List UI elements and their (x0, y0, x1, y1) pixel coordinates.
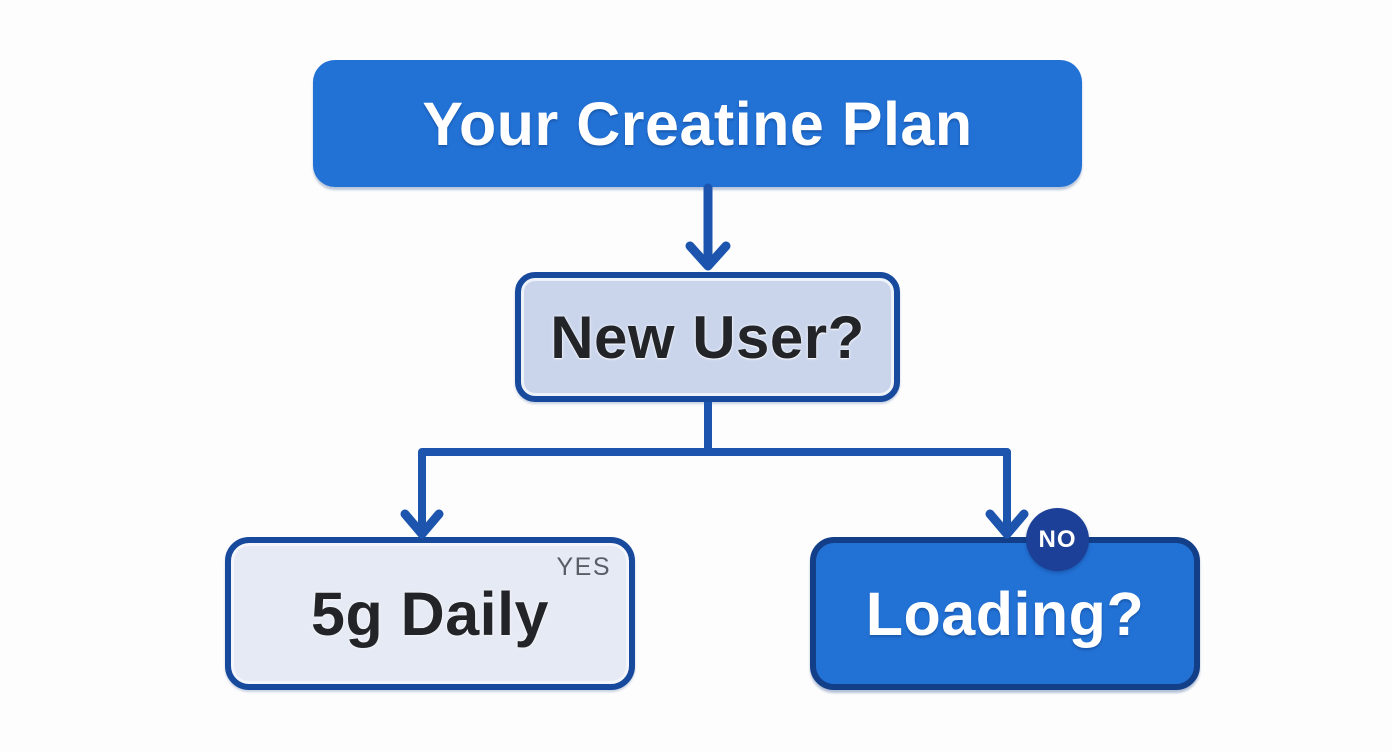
root-node: Your Creatine Plan (313, 60, 1082, 187)
no-outcome-node-label: Loading? (865, 579, 1145, 648)
decision-node: New User? (515, 272, 900, 402)
decision-node-label: New User? (550, 303, 865, 371)
no-edge-badge: NO (1026, 508, 1089, 571)
yes-outcome-node-label: 5g Daily (311, 579, 549, 648)
connector-branch (418, 448, 1011, 527)
arrowhead-no-icon (985, 509, 1029, 539)
yes-outcome-node: YES 5g Daily (225, 537, 635, 690)
no-outcome-node: Loading? (810, 537, 1200, 690)
yes-edge-label: YES (556, 553, 611, 581)
root-node-label: Your Creatine Plan (422, 89, 973, 158)
arrowhead-down-icon (685, 241, 731, 271)
arrowhead-yes-icon (400, 509, 444, 539)
no-edge-badge-label: NO (1038, 525, 1077, 553)
